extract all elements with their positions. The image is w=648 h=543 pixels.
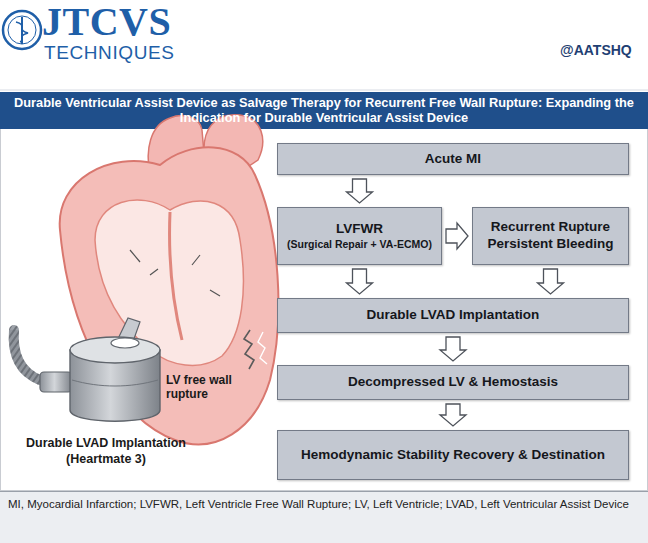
title: Durable Ventricular Assist Device as Sal… — [12, 95, 636, 125]
box-text: Durable LVAD Implantation — [367, 307, 540, 324]
handle: @AATSHQ — [560, 42, 632, 58]
heart — [60, 115, 279, 445]
process-box: Hemodynamic Stability Recovery & Destina… — [277, 430, 629, 480]
process-box: Durable LVAD Implantation — [277, 298, 629, 333]
box-text: Acute MI — [425, 151, 481, 168]
process-box: Recurrent Rupture Persistent Bleeding — [472, 207, 629, 265]
block-arrow — [347, 179, 373, 203]
block-arrow — [446, 223, 468, 249]
device-label: Durable LVAD Implantation — [6, 436, 206, 450]
block-arrow — [440, 337, 466, 361]
process-box: Acute MI — [277, 143, 629, 175]
box-text: Decompressed LV & Hemostasis — [348, 374, 558, 391]
box-text: Recurrent Rupture Persistent Bleeding — [481, 219, 620, 253]
logo-seal — [3, 11, 41, 49]
box-text: (Surgical Repair + VA-ECMO) — [287, 238, 432, 251]
lvad-pump — [14, 318, 160, 421]
header-rule — [0, 90, 648, 91]
logo-wordmark: JTCVS — [42, 0, 171, 45]
block-arrow — [347, 269, 373, 294]
rupture-label: LV free wall rupture — [166, 373, 250, 401]
process-box: LVFWR(Surgical Repair + VA-ECMO) — [277, 207, 442, 265]
process-box: Decompressed LV & Hemostasis — [277, 365, 629, 400]
box-text: Hemodynamic Stability Recovery & Destina… — [301, 447, 605, 464]
device-model-label: (Heartmate 3) — [6, 452, 206, 466]
box-text: LVFWR — [336, 221, 383, 238]
block-arrow — [440, 404, 466, 426]
logo-subtitle: TECHNIQUES — [44, 42, 175, 64]
block-arrow — [538, 269, 564, 294]
caption: MI, Myocardial Infarction; LVFWR, Left V… — [8, 497, 638, 512]
